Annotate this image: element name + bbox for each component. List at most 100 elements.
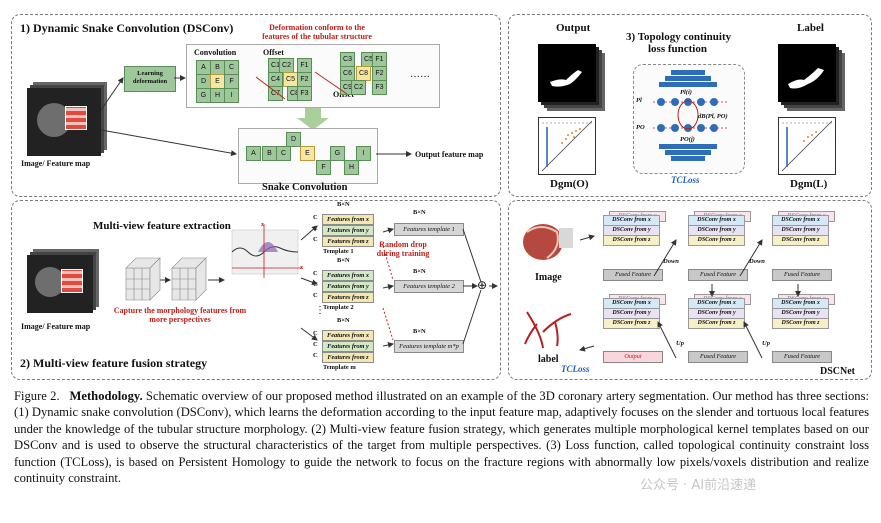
up-label-2: Up xyxy=(762,340,770,347)
pli-label: Pl(i) xyxy=(680,89,692,96)
ct-image xyxy=(27,88,101,156)
features-row: Features from y xyxy=(322,225,374,236)
dsconv-row: DSConv from z xyxy=(603,235,660,246)
offset-cell: C4 xyxy=(268,72,283,87)
tcloss-label-4: TCLoss xyxy=(561,364,590,374)
dsconv-panel-title: 1) Dynamic Snake Convolution (DSConv) xyxy=(20,21,234,35)
features-template: Features template 2 xyxy=(394,280,464,293)
snake-cell: I xyxy=(356,146,371,161)
snake-cell: C xyxy=(276,146,291,161)
plus-operator: ⊕ xyxy=(477,278,488,292)
features-template: Features template m*p xyxy=(394,340,464,353)
dsconv-row: DSConv from z xyxy=(688,235,745,246)
snake-conv-label: Snake Convolution xyxy=(262,182,348,193)
caption-lead: Figure 2. xyxy=(14,389,60,403)
conv-cell: E xyxy=(210,74,225,89)
poj-label: PO(j) xyxy=(680,136,695,143)
dgm-o-plot xyxy=(538,117,596,175)
features-row: Features from y xyxy=(322,281,374,292)
conv-cell: G xyxy=(196,88,211,103)
out-dim: B×N xyxy=(413,328,426,335)
pl-label: Pl xyxy=(636,97,642,104)
dsconv-row: DSConv from z xyxy=(772,318,829,329)
caption-text: Schematic overview of our proposed metho… xyxy=(14,389,869,486)
loss-title-1: 3) Topology continuity xyxy=(626,31,732,43)
morphology-note: Capture the morphology features from mor… xyxy=(113,306,247,324)
offset-cell: F1 xyxy=(372,52,387,67)
voxel-cubes xyxy=(125,257,225,301)
c-label: C xyxy=(313,236,318,243)
random-drop-note: Random drop during training xyxy=(376,240,430,258)
mv-extraction-title: Multi-view feature extraction xyxy=(93,220,231,232)
offset-cell: C8 xyxy=(356,66,371,81)
image-feature-map-label: Image/ Feature map xyxy=(21,159,91,168)
watermark: 公众号 · AI前沿速递 xyxy=(640,478,757,493)
up-label-1: Up xyxy=(676,340,684,347)
fused-feature: Fused Feature xyxy=(772,269,832,281)
dgm-l-plot xyxy=(778,117,836,175)
fused-feature: Fused Feature xyxy=(772,351,832,363)
dgm-o-label: Dgm(O) xyxy=(550,178,589,190)
deformation-note: Deformation conform to the features of t… xyxy=(262,23,372,41)
conv-cell: F xyxy=(224,74,239,89)
features-row: Features from y xyxy=(322,341,374,352)
learning-deformation-box: Learning deformation xyxy=(124,66,176,92)
snake-cell: H xyxy=(344,160,359,175)
image-label-4: Image xyxy=(535,272,562,283)
output-label: Output xyxy=(556,22,591,34)
offset-cell: C2 xyxy=(279,58,294,73)
features-row: Features from x xyxy=(322,270,374,281)
out-dim: B×N xyxy=(413,209,426,216)
fused-feature: Fused Feature xyxy=(688,351,748,363)
snake-cell: D xyxy=(286,132,301,147)
vertical-dots: ⋮ xyxy=(315,305,325,316)
template-label: Template 2 xyxy=(323,304,354,311)
down-label-1: Down xyxy=(663,258,679,265)
features-row: Features from z xyxy=(322,352,374,363)
topology-diagram xyxy=(653,70,727,161)
features-row: Features from z xyxy=(322,292,374,303)
image-feature-map-label-2: Image/ Feature map xyxy=(21,322,91,331)
conv-cell: D xyxy=(196,74,211,89)
dsconv-row: DSConv from z xyxy=(688,318,745,329)
features-row: Features from z xyxy=(322,236,374,247)
multiview-wave xyxy=(231,224,302,278)
offset-cell: F2 xyxy=(297,72,312,87)
dsconv-row: DSConv from z xyxy=(603,318,660,329)
po-label: PO xyxy=(636,124,645,131)
ellipsis: ······ xyxy=(410,72,430,83)
c-label: C xyxy=(313,330,318,337)
axis-z: z xyxy=(261,221,264,228)
offset-cell: C7 xyxy=(268,86,283,101)
offset-cell: F3 xyxy=(372,80,387,95)
features-row: Features from x xyxy=(322,330,374,341)
features-template: Features template 1 xyxy=(394,223,464,236)
label-label-4: label xyxy=(538,354,559,365)
snake-cell: B xyxy=(262,146,277,161)
dgm-l-label: Dgm(L) xyxy=(790,178,828,190)
tcloss-label: TCLoss xyxy=(671,175,700,185)
template-dim: B×N xyxy=(337,201,350,208)
dscnet-label: DSCNet xyxy=(820,366,855,377)
fused-feature: Fused Feature xyxy=(688,269,748,281)
deformation-arrow xyxy=(297,108,329,130)
output-feature-map-label: Output feature map xyxy=(415,150,484,159)
artery-label xyxy=(524,311,572,349)
axis-x: x xyxy=(300,264,304,271)
offset-cell: F2 xyxy=(372,66,387,81)
template-label: Template m xyxy=(323,364,356,371)
c-label: C xyxy=(313,214,318,221)
loss-title-2: loss function xyxy=(648,43,707,55)
template-dim: B×N xyxy=(337,257,350,264)
output-box: Output xyxy=(603,351,663,363)
c-label: C xyxy=(313,281,318,288)
snake-cell: A xyxy=(246,146,261,161)
conv-cell: B xyxy=(210,60,225,75)
label-mask xyxy=(778,44,836,102)
out-dim: B×N xyxy=(413,268,426,275)
distance-label: dB(Pl, PO) xyxy=(698,113,728,120)
offset-cell: C6 xyxy=(340,66,355,81)
offset-cell: F3 xyxy=(297,86,312,101)
dsconv-row: DSConv from z xyxy=(772,235,829,246)
label-label: Label xyxy=(797,22,824,34)
